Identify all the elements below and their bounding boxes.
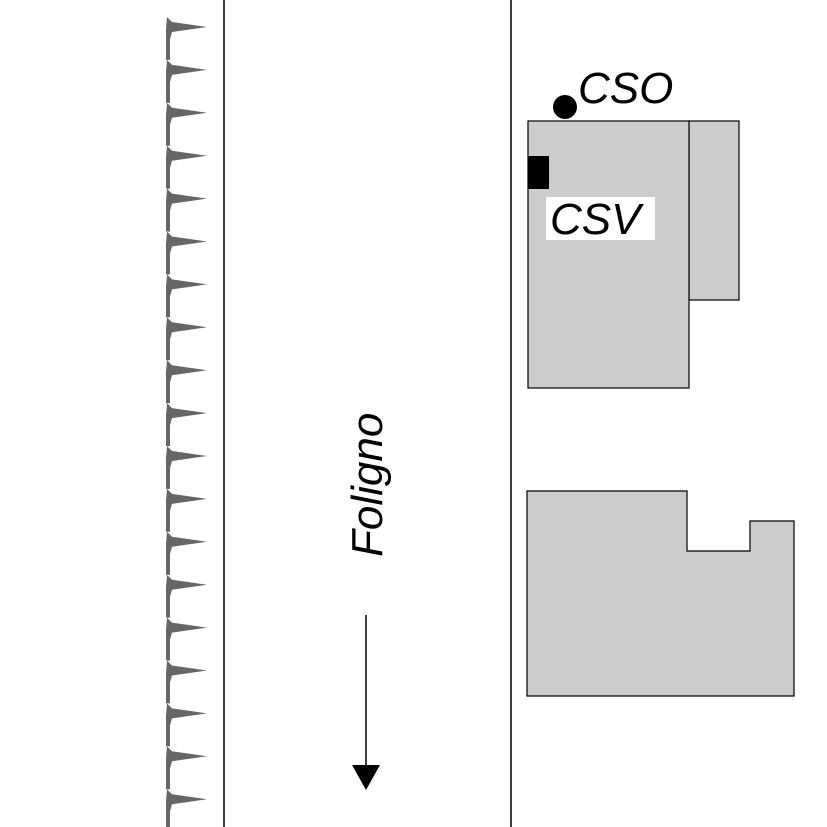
csv-label-box <box>546 197 655 240</box>
fence-spike-icon <box>166 746 207 790</box>
fence-spike-icon <box>166 17 207 60</box>
fence-spike-icon <box>166 59 207 103</box>
fence-spike-icon <box>166 660 207 704</box>
fence-spike-icon <box>166 360 207 404</box>
cso-label: CSO <box>578 64 673 113</box>
cso-point-icon <box>553 95 577 119</box>
fence-spike-icon <box>166 703 207 747</box>
street-label: Foligno <box>343 413 392 557</box>
fence-spike-icon <box>166 789 207 827</box>
direction-arrow-head-icon <box>352 765 380 790</box>
building-annex <box>688 120 740 301</box>
building-main <box>527 120 690 389</box>
fence-spike-icon <box>166 446 207 489</box>
fence-spike-icon <box>166 488 207 532</box>
fence-spike-icon <box>166 531 207 575</box>
fence-spike-icon <box>166 317 207 361</box>
fence-spike-icon <box>166 145 207 189</box>
entrance-marker <box>528 156 549 189</box>
fence-spike-icon <box>166 188 207 232</box>
fence-spike-icon <box>166 574 207 618</box>
csv-label: CSV <box>550 195 644 244</box>
fence-spike-icon <box>166 403 207 446</box>
fence-spike-icon <box>166 231 207 275</box>
fence-spikes <box>166 17 207 827</box>
building-south <box>526 490 795 697</box>
fence-spike-icon <box>166 617 207 661</box>
fence-spike-icon <box>166 274 207 318</box>
fence-spike-icon <box>166 102 207 146</box>
